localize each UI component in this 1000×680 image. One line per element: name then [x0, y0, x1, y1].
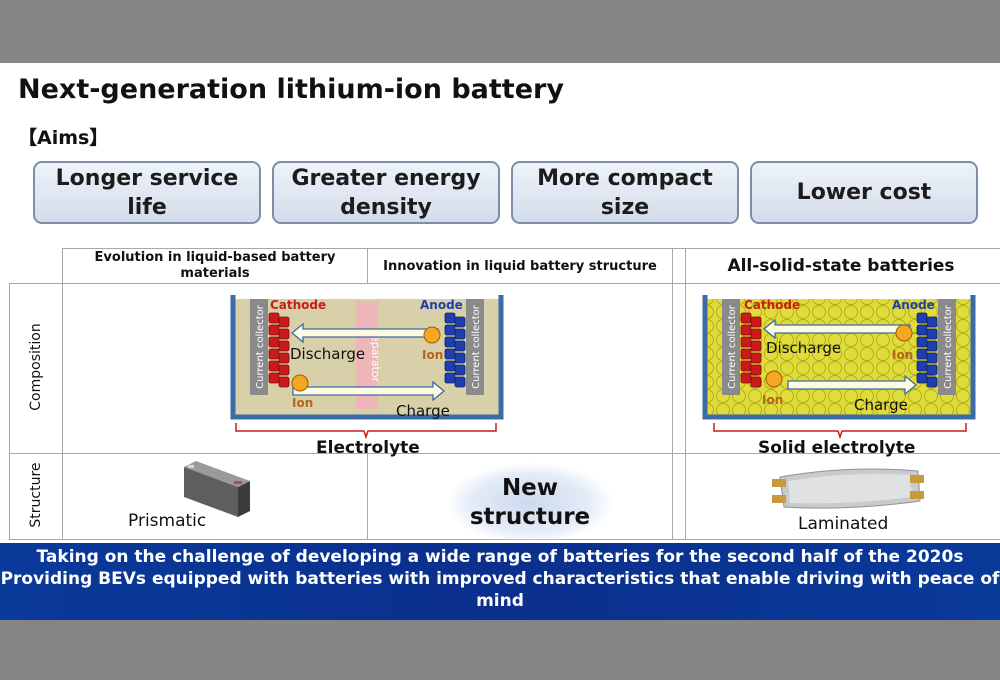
solid-cell-diagram: Current collector Current collector Cath… [702, 295, 976, 420]
summary-banner: Taking on the challenge of developing a … [0, 543, 1000, 620]
separator-strip [356, 301, 378, 409]
solid-anode-label: Anode [892, 298, 935, 312]
cell-container [230, 295, 504, 420]
anode-collector-label: Current collector [471, 304, 482, 389]
aim-more-compact-size: More compact size [511, 161, 739, 224]
charge-arrow [292, 380, 446, 402]
electrolyte-label: Electrolyte [316, 438, 420, 458]
new-structure-label: New structure [448, 463, 612, 543]
column-header-innovation: Innovation in liquid battery structure [383, 259, 657, 274]
aim-lower-cost: Lower cost [750, 161, 978, 224]
liquid-cell-diagram: Separator Current collector Current coll… [230, 295, 504, 420]
laminated-cell-image [772, 468, 924, 509]
laminated-label: Laminated [798, 514, 889, 534]
solid-cathode-current-collector [722, 299, 740, 395]
aims-heading: 【Aims】 [18, 127, 109, 149]
anode-particles [444, 312, 466, 388]
liquid-electrolyte-bracket [235, 423, 497, 440]
banner-line-2: Providing BEVs equipped with batteries w… [0, 569, 1000, 611]
prismatic-label: Prismatic [128, 511, 207, 531]
row-label-structure: Structure [28, 462, 44, 528]
row-label-composition: Composition [28, 323, 44, 411]
solid-discharge-arrow [762, 318, 911, 340]
anode-ion-icon [423, 326, 441, 344]
solid-cell-container [702, 295, 976, 420]
aim-longer-service-life: Longer service life [33, 161, 261, 224]
cathode-particles [268, 312, 290, 388]
solid-electrolyte-label: Solid electrolyte [758, 438, 916, 458]
solid-cathode-ion-icon [765, 370, 783, 388]
solid-anode-current-collector [938, 299, 956, 395]
banner-line-1: Taking on the challenge of developing a … [36, 547, 964, 567]
anode-current-collector [466, 299, 484, 395]
column-header-all-solid-state: All-solid-state batteries [727, 256, 955, 276]
solid-charge-label: Charge [854, 396, 908, 414]
aim-greater-energy-density: Greater energy density [272, 161, 500, 224]
solid-anode-particles [916, 312, 938, 388]
solid-discharge-label: Discharge [766, 339, 841, 357]
column-header-evolution: Evolution in liquid-based battery materi… [94, 250, 336, 281]
cathode-ion-label: Ion [292, 396, 313, 410]
discharge-label: Discharge [290, 345, 365, 363]
solid-charge-arrow [787, 374, 918, 396]
anode-label: Anode [420, 298, 463, 312]
page-title: Next-generation lithium-ion battery [18, 74, 564, 105]
solid-cathode-collector-label: Current collector [727, 304, 738, 389]
prismatic-cell-image [184, 461, 250, 517]
discharge-arrow [290, 322, 439, 344]
charge-label: Charge [396, 402, 450, 420]
cathode-current-collector [250, 299, 268, 395]
solid-cathode-ion-label: Ion [762, 393, 783, 407]
cathode-label: Cathode [270, 298, 326, 312]
slide: Next-generation lithium-ion battery 【Aim… [0, 63, 1000, 620]
solid-anode-ion-label: Ion [892, 348, 913, 362]
top-letterbox [0, 0, 1000, 63]
solid-cathode-label: Cathode [744, 298, 800, 312]
solid-electrolyte-bracket [713, 423, 967, 440]
separator-label: Separator [369, 328, 382, 383]
cathode-collector-label: Current collector [255, 304, 266, 389]
solid-anode-ion-icon [895, 324, 913, 342]
cathode-ion-icon [291, 374, 309, 392]
solid-cathode-particles [740, 312, 762, 388]
anode-ion-label: Ion [422, 348, 443, 362]
solid-anode-collector-label: Current collector [943, 304, 954, 389]
bottom-letterbox [0, 620, 1000, 680]
